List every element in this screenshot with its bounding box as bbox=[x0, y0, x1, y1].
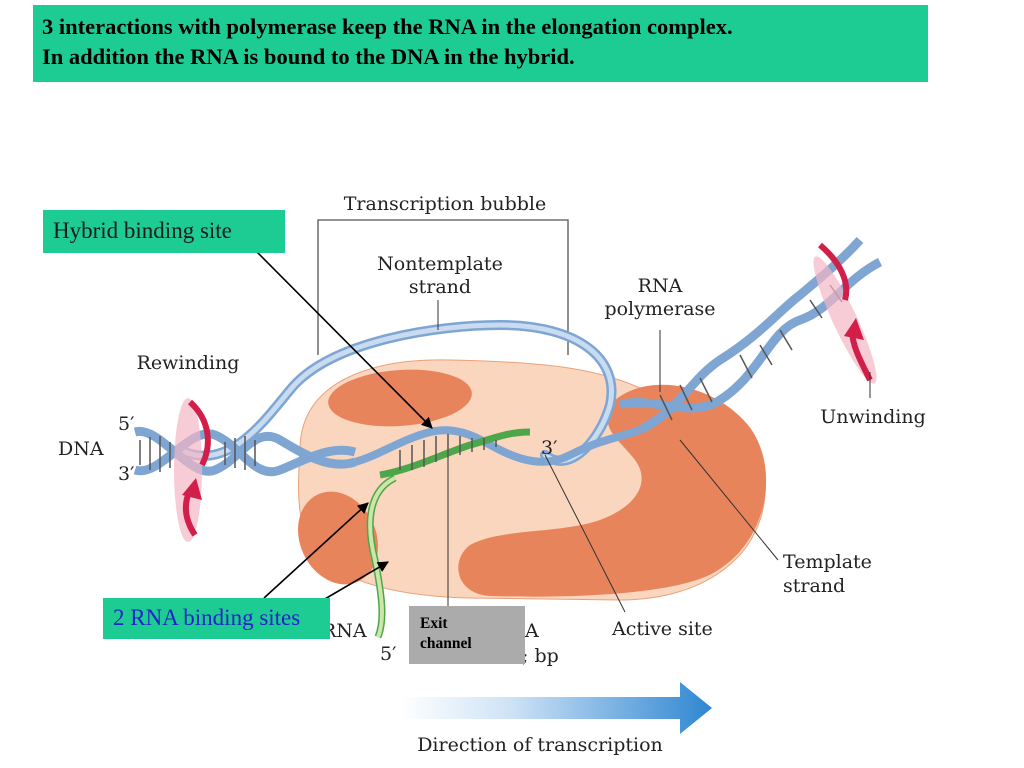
slide-title-box: 3 interactions with polymerase keep the … bbox=[33, 5, 928, 82]
polymerase-left-lobe bbox=[298, 491, 378, 585]
template-strand-label-1: Template bbox=[783, 551, 872, 573]
nontemplate-strand-label-1: Nontemplate bbox=[377, 253, 503, 275]
exit-channel-line-2: channel bbox=[420, 635, 472, 652]
unwinding-arrow bbox=[813, 242, 877, 384]
direction-arrow bbox=[400, 682, 712, 734]
polymerase-right-lobe bbox=[458, 384, 767, 597]
rna-label: RNA bbox=[322, 620, 367, 642]
nontemplate-strand-label-2: strand bbox=[409, 276, 471, 298]
rna-binding-site-arrow-1 bbox=[263, 502, 369, 599]
rewinding-label: Rewinding bbox=[137, 352, 240, 374]
exit-channel-callout: Exit channel bbox=[409, 606, 525, 664]
slide-title-line-2: In addition the RNA is bound to the DNA … bbox=[42, 44, 575, 69]
transcription-bubble-bracket bbox=[317, 219, 569, 355]
direction-label: Direction of transcription bbox=[417, 734, 663, 756]
rna-polymerase-label-2: polymerase bbox=[604, 298, 715, 320]
rna-binding-sites-callout: 2 RNA binding sites bbox=[103, 598, 330, 639]
hybrid-binding-site-arrow bbox=[256, 251, 433, 429]
rewinding-arrow bbox=[174, 398, 211, 542]
dna-label: DNA bbox=[58, 438, 104, 460]
leader-template bbox=[679, 439, 779, 561]
exit-channel-line-1: Exit bbox=[420, 615, 448, 632]
transcription-bubble-label: Transcription bubble bbox=[344, 193, 547, 215]
polymerase-top-lobe bbox=[328, 369, 472, 427]
hybrid-bp-label-partial: ; bp bbox=[522, 645, 559, 667]
rna-three-prime-label: 3′ bbox=[541, 437, 557, 459]
slide-title-line-1: 3 interactions with polymerase keep the … bbox=[42, 14, 733, 39]
dna-rna-hybrid bbox=[353, 426, 642, 479]
dna-five-prime-label: 5′ bbox=[118, 413, 134, 435]
dna-duplex-left bbox=[133, 427, 357, 477]
rna-polymerase-label-1: RNA bbox=[638, 275, 683, 297]
hybrid-label-partial: A bbox=[524, 620, 539, 642]
hybrid-binding-site-callout: Hybrid binding site bbox=[43, 210, 285, 253]
rna-five-prime-label: 5′ bbox=[380, 643, 396, 665]
template-strand-label-2: strand bbox=[783, 575, 845, 597]
dna-three-prime-label: 3′ bbox=[118, 463, 134, 485]
active-site-label: Active site bbox=[611, 618, 713, 640]
unwinding-label: Unwinding bbox=[820, 406, 925, 428]
leader-active-site bbox=[544, 454, 626, 613]
